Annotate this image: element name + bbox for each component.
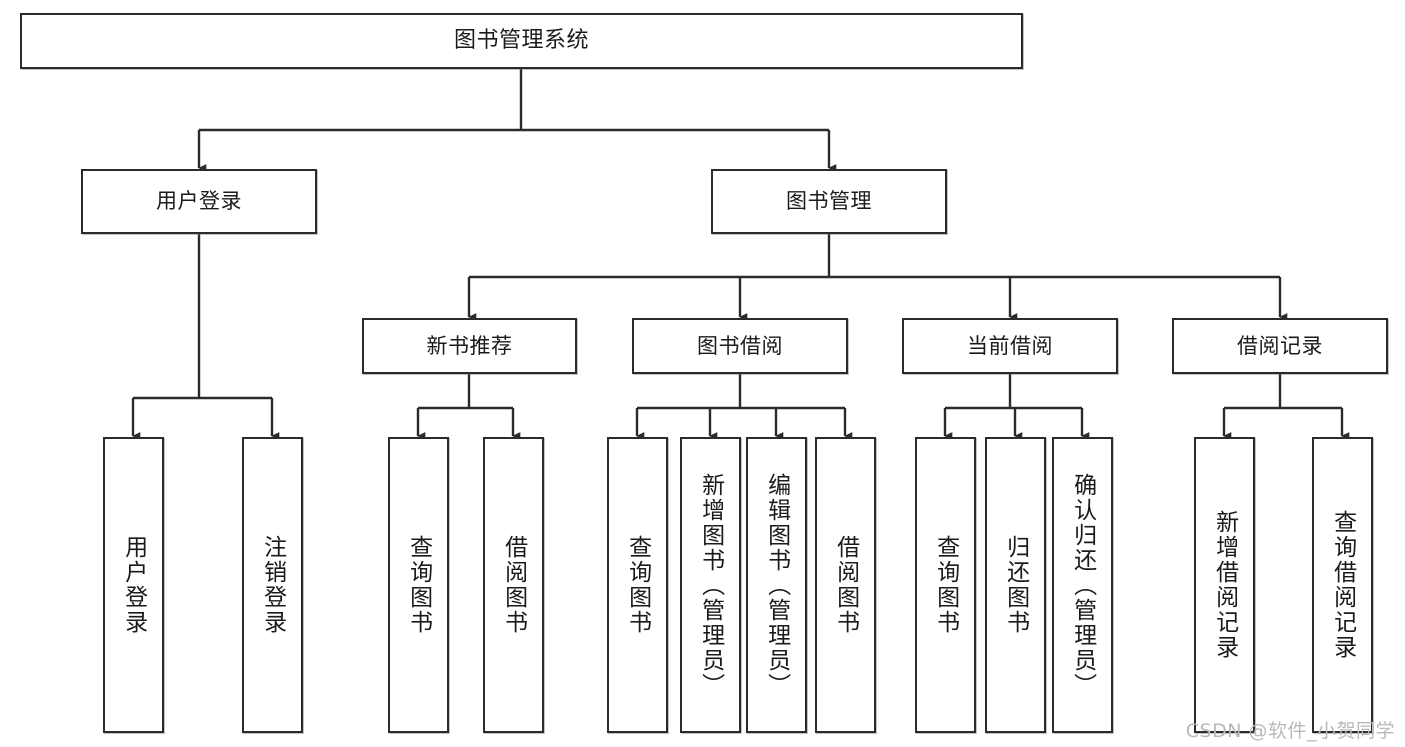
node-label: 用户登录: [156, 189, 242, 214]
node-label: 查询图书: [405, 535, 432, 635]
node-l3i[interactable]: 查询图书: [915, 437, 976, 733]
node-l3c[interactable]: 查询图书: [388, 437, 449, 733]
node-label: 编辑图书（管理员）: [763, 472, 790, 698]
watermark-text: CSDN @软件_小贺同学: [1185, 720, 1395, 742]
node-l3h[interactable]: 借阅图书: [815, 437, 876, 733]
node-l3l[interactable]: 新增借阅记录: [1194, 437, 1255, 733]
node-l2d[interactable]: 借阅记录: [1172, 318, 1388, 374]
edge-paths: [131, 69, 1350, 440]
node-l3k[interactable]: 确认归还（管理员）: [1052, 437, 1113, 733]
node-l3f[interactable]: 新增图书（管理员）: [680, 437, 741, 733]
node-l3m[interactable]: 查询借阅记录: [1312, 437, 1373, 733]
node-l3d[interactable]: 借阅图书: [483, 437, 544, 733]
node-l2b[interactable]: 图书借阅: [632, 318, 848, 374]
node-label: 图书借阅: [697, 333, 783, 358]
node-label: 借阅记录: [1237, 333, 1323, 358]
node-label: 新增图书（管理员）: [697, 472, 724, 698]
node-label: 注销登录: [259, 535, 286, 635]
node-label: 查询图书: [932, 535, 959, 635]
node-label: 图书管理系统: [453, 28, 589, 54]
node-l3b[interactable]: 注销登录: [242, 437, 303, 733]
node-label: 查询图书: [624, 535, 651, 635]
node-label: 当前借阅: [967, 333, 1053, 358]
node-l3e[interactable]: 查询图书: [607, 437, 668, 733]
node-l1a[interactable]: 用户登录: [81, 169, 317, 234]
node-l3g[interactable]: 编辑图书（管理员）: [746, 437, 807, 733]
node-label: 用户登录: [120, 535, 147, 635]
node-root[interactable]: 图书管理系统: [20, 13, 1023, 69]
node-label: 归还图书: [1002, 535, 1029, 635]
node-label: 查询借阅记录: [1329, 510, 1356, 660]
node-l1b[interactable]: 图书管理: [711, 169, 947, 234]
node-label: 图书管理: [786, 189, 872, 214]
node-label: 借阅图书: [500, 535, 527, 635]
node-l2a[interactable]: 新书推荐: [362, 318, 577, 374]
node-label: 确认归还（管理员）: [1069, 472, 1096, 698]
node-l3j[interactable]: 归还图书: [985, 437, 1046, 733]
node-label: 新书推荐: [426, 333, 513, 358]
node-label: 借阅图书: [832, 535, 859, 635]
node-l3a[interactable]: 用户登录: [103, 437, 164, 733]
node-l2c[interactable]: 当前借阅: [902, 318, 1118, 374]
node-label: 新增借阅记录: [1211, 510, 1238, 660]
